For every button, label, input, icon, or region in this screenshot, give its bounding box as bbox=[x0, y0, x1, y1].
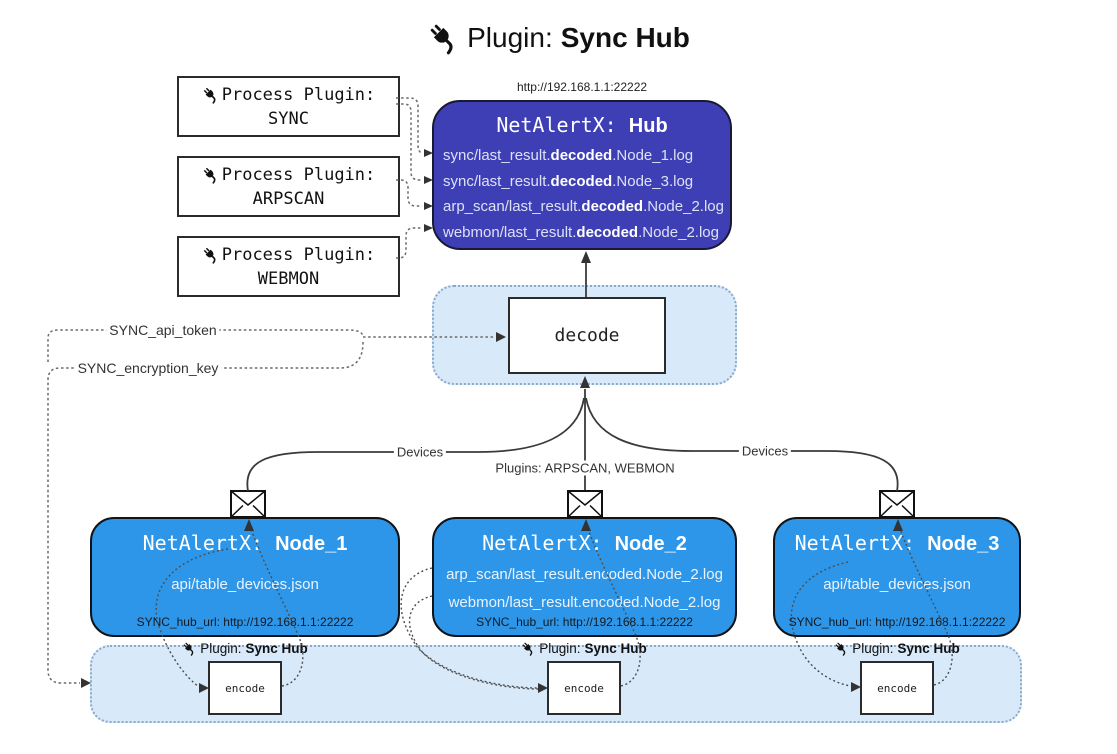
node-title: NetAlertX: Node_2 bbox=[482, 531, 687, 555]
node-3-box: NetAlertX: Node_3 api/table_devices.json… bbox=[773, 517, 1021, 637]
node-files: api/table_devices.json bbox=[775, 571, 1019, 599]
node-file: webmon/last_result.encoded.Node_2.log bbox=[448, 594, 721, 611]
node-file: api/table_devices.json bbox=[171, 576, 319, 593]
envelope-icon bbox=[230, 490, 266, 518]
hub-title: NetAlertX: Hub bbox=[434, 113, 730, 138]
band-plugin-label-1: Plugin:Sync Hub bbox=[135, 641, 355, 656]
plug-icon bbox=[182, 641, 197, 656]
hub-log-line: sync/last_result.decoded.Node_3.log bbox=[443, 172, 694, 190]
hub-url: http://192.168.1.1:22222 bbox=[516, 80, 648, 94]
plug-icon bbox=[427, 21, 461, 55]
hub-title-prefix: NetAlertX: bbox=[496, 113, 617, 137]
encode-box-1: encode bbox=[208, 661, 282, 715]
devices-label-left: Devices bbox=[393, 444, 447, 460]
process-plugin-name: SYNC bbox=[268, 108, 309, 129]
node-hub-url: SYNC_hub_url: http://192.168.1.1:22222 bbox=[476, 615, 693, 629]
sync-encryption-key-label: SYNC_encryption_key bbox=[74, 360, 222, 376]
hub-log-line: sync/last_result.decoded.Node_1.log bbox=[443, 147, 694, 164]
node-2-box: NetAlertX: Node_2 arp_scan/last_result.e… bbox=[432, 517, 737, 637]
process-plugin-name: WEBMON bbox=[257, 268, 320, 289]
process-plugin-title: Process Plugin: bbox=[221, 164, 376, 185]
encode-box-3: encode bbox=[860, 661, 934, 715]
plug-icon bbox=[202, 166, 220, 184]
encode-box-2: encode bbox=[547, 661, 621, 715]
plug-icon bbox=[521, 641, 536, 656]
band-plugin-label-3: Plugin:Sync Hub bbox=[787, 641, 1007, 656]
node-hub-url: SYNC_hub_url: http://192.168.1.1:22222 bbox=[136, 615, 354, 629]
node-file: arp_scan/last_result.encoded.Node_2.log bbox=[446, 566, 723, 583]
node-file: api/table_devices.json bbox=[823, 576, 971, 593]
process-plugin-title: Process Plugin: bbox=[221, 244, 376, 265]
hub-log-line: webmon/last_result.decoded.Node_2.log bbox=[443, 223, 719, 241]
hub-log-line: arp_scan/last_result.decoded.Node_2.log bbox=[443, 198, 724, 215]
plugins-edge-label: Plugins: ARPSCAN, WEBMON bbox=[492, 460, 678, 476]
process-plugin-arpscan: Process Plugin: ARPSCAN bbox=[177, 156, 400, 217]
node-title: NetAlertX: Node_3 bbox=[794, 531, 1000, 555]
node-files: api/table_devices.json bbox=[92, 571, 398, 599]
envelope-icon bbox=[567, 490, 603, 518]
process-plugin-title: Process Plugin: bbox=[221, 84, 376, 105]
hub-log-list: sync/last_result.decoded.Node_1.log sync… bbox=[443, 143, 728, 245]
devices-label-right: Devices bbox=[738, 443, 792, 459]
hub-box: NetAlertX: Hub sync/last_result.decoded.… bbox=[432, 100, 732, 250]
band-plugin-label-2: Plugin:Sync Hub bbox=[474, 641, 694, 656]
page-title-name: Sync Hub bbox=[560, 22, 690, 53]
plug-icon bbox=[834, 641, 849, 656]
node-1-box: NetAlertX: Node_1 api/table_devices.json… bbox=[90, 517, 400, 637]
node-files: arp_scan/last_result.encoded.Node_2.log … bbox=[434, 561, 735, 617]
decode-box: decode bbox=[508, 297, 666, 374]
hub-title-name: Hub bbox=[628, 115, 668, 137]
process-plugin-webmon: Process Plugin: WEBMON bbox=[177, 236, 400, 297]
envelope-icon bbox=[879, 490, 915, 518]
sync-api-token-label: SYNC_api_token bbox=[106, 322, 220, 338]
plug-icon bbox=[202, 246, 220, 264]
page-title-label: Plugin: bbox=[467, 22, 553, 53]
node-title: NetAlertX: Node_1 bbox=[142, 531, 348, 555]
process-plugin-name: ARPSCAN bbox=[252, 188, 325, 209]
process-plugin-sync: Process Plugin: SYNC bbox=[177, 76, 400, 137]
node-hub-url: SYNC_hub_url: http://192.168.1.1:22222 bbox=[788, 615, 1006, 629]
plug-icon bbox=[202, 86, 220, 104]
page-title: Plugin: Sync Hub bbox=[0, 16, 1117, 60]
